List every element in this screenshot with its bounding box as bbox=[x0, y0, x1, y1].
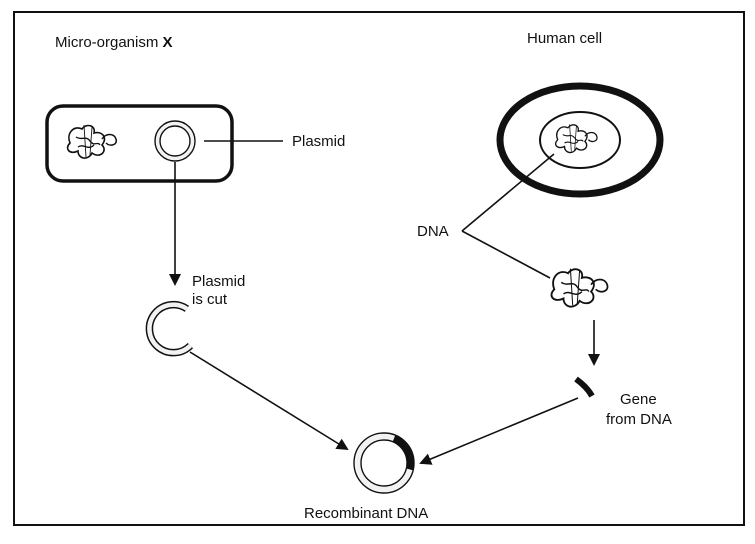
human-cell-title: Human cell bbox=[527, 30, 602, 47]
gene-label-line2: from DNA bbox=[606, 411, 672, 428]
recombinant-plasmid-icon bbox=[353, 432, 415, 494]
plasmid-cut-label-line2: is cut bbox=[192, 291, 228, 308]
plasmid-label: Plasmid bbox=[292, 133, 345, 150]
dna-pointer-nucleus bbox=[461, 153, 555, 232]
outer-frame bbox=[13, 11, 745, 526]
gene-fragment-icon bbox=[574, 376, 595, 398]
recombinant-label: Recombinant DNA bbox=[304, 505, 428, 522]
extracted-dna-icon bbox=[550, 267, 609, 308]
dna-pointer-extracted bbox=[461, 230, 551, 279]
arrow-gene-to-recombinant bbox=[419, 397, 579, 465]
micro-organism-cell bbox=[45, 104, 234, 183]
cut-plasmid-icon bbox=[145, 300, 194, 357]
gene-label-line1: Gene bbox=[620, 391, 657, 408]
plasmid-cut-label-line1: Plasmid bbox=[192, 273, 245, 290]
arrow-plasmid-to-recombinant bbox=[189, 351, 349, 451]
human-chromosome-icon bbox=[554, 123, 598, 154]
plasmid-ring-icon bbox=[154, 120, 196, 162]
dna-label: DNA bbox=[417, 223, 449, 240]
micro-organism-title: Micro-organism X bbox=[55, 34, 173, 51]
bacterial-chromosome-icon bbox=[66, 124, 118, 159]
human-cell-nucleus bbox=[539, 111, 621, 169]
human-cell-membrane bbox=[496, 82, 664, 198]
